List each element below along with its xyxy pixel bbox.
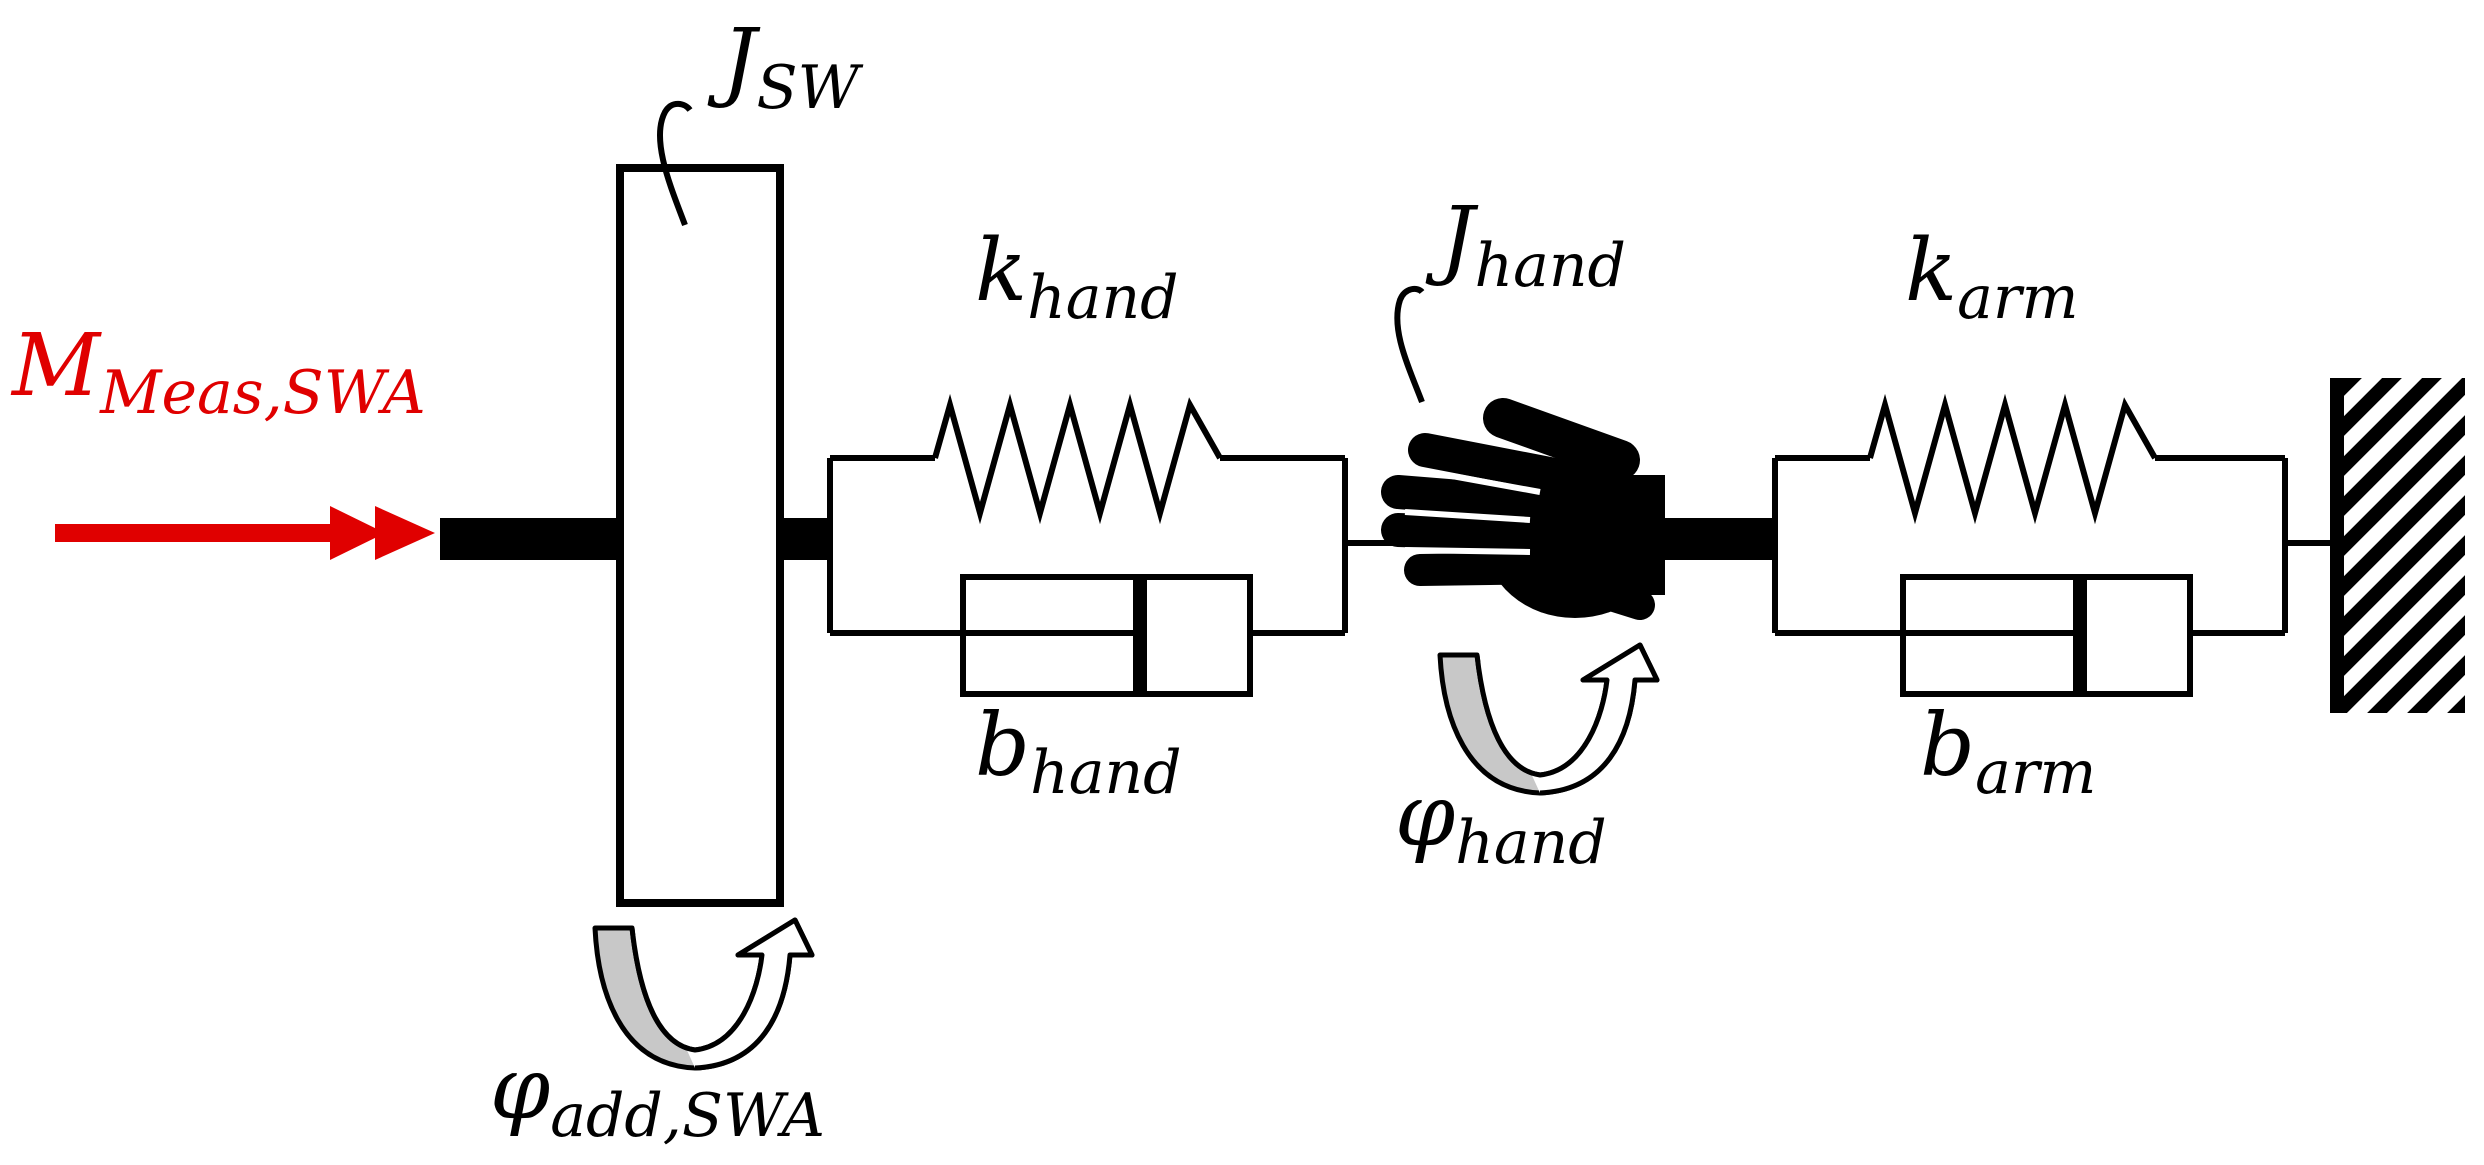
- hand-spring: [932, 393, 1223, 525]
- steering-wheel-block: [616, 164, 784, 907]
- hand-output-shaft: [1660, 518, 1775, 560]
- hand-damping-label: bhand: [975, 696, 1182, 808]
- torque-input-label: MMeas,SWA: [10, 316, 426, 428]
- jsw-leader-line: [656, 100, 693, 227]
- additional-angle-label: φadd,SWA: [490, 1039, 825, 1151]
- fixed-wall-hatch-icon: [2330, 378, 2465, 713]
- hand-rotation-arrow-icon: [1437, 642, 1660, 796]
- hand-finger-gaps: [1404, 469, 1541, 555]
- hand-spring-damper: [827, 393, 1420, 697]
- arm-spring: [1867, 393, 2158, 525]
- hand-inertia-label: Jhand: [1425, 189, 1626, 301]
- arm-spring-damper: [1772, 393, 2330, 697]
- hand-icon: [1381, 398, 1665, 620]
- arm-damping-label: barm: [1920, 696, 2096, 808]
- input-torque-arrow: [55, 506, 435, 560]
- wheel-output-shaft: [780, 518, 830, 560]
- jhand-leader-line: [1394, 285, 1425, 404]
- input-shaft: [440, 518, 620, 560]
- arm-stiffness-label: karm: [1905, 221, 2078, 333]
- wheel-rotation-arrow-icon: [592, 917, 815, 1071]
- hand-angle-label: φhand: [1395, 766, 1607, 878]
- wheel-inertia-label: JSW: [707, 11, 864, 123]
- hand-stiffness-label: khand: [975, 221, 1179, 333]
